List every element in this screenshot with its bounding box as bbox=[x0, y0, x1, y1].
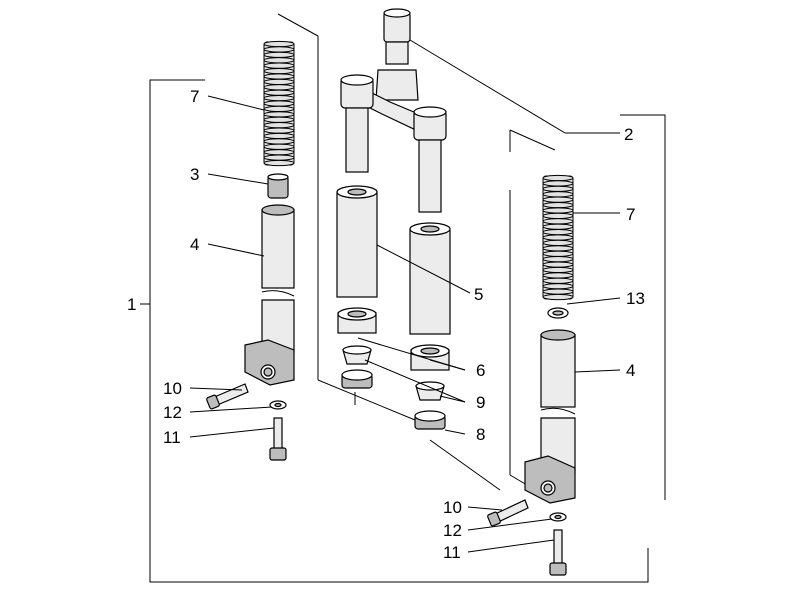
spring-coil bbox=[263, 57, 295, 64]
spring-coil bbox=[542, 288, 574, 295]
spring-coil bbox=[263, 100, 295, 107]
spring-coil bbox=[263, 84, 295, 91]
spring-coil bbox=[542, 234, 574, 241]
label-11-left: 11 bbox=[163, 428, 181, 447]
spring-coil bbox=[542, 266, 574, 274]
label-5: 5 bbox=[474, 285, 483, 304]
spring-coil bbox=[542, 245, 574, 252]
steering-stem-part-2 bbox=[340, 8, 447, 213]
label-12-left: 12 bbox=[163, 403, 182, 422]
spring-coil bbox=[542, 261, 574, 268]
label-4-right: 4 bbox=[626, 361, 635, 380]
right-spring-part-7 bbox=[542, 174, 574, 301]
spring-coil bbox=[263, 73, 295, 80]
spring-coil bbox=[542, 196, 574, 203]
spring-coil bbox=[263, 143, 295, 150]
spring-coil bbox=[542, 223, 574, 230]
left-bolt-part-10 bbox=[206, 383, 249, 410]
spring-coil bbox=[542, 174, 574, 182]
spring-coil bbox=[542, 201, 574, 209]
slider-tubes-part-5 bbox=[336, 185, 451, 335]
assembly-2-frame bbox=[409, 39, 666, 500]
spring-coil bbox=[263, 89, 295, 96]
right-tube-part-4 bbox=[524, 329, 576, 504]
label-12-right: 12 bbox=[443, 521, 462, 540]
dust-seals-part-8 bbox=[341, 369, 446, 430]
spring-coil bbox=[263, 159, 295, 167]
right-bolt-part-10 bbox=[487, 499, 529, 527]
spring-coil bbox=[542, 250, 574, 257]
spring-coil bbox=[263, 105, 295, 113]
spring-coil bbox=[542, 207, 574, 214]
left-cap-part-3 bbox=[267, 173, 289, 199]
right-screw-part-11 bbox=[549, 529, 567, 576]
assembly-1-frame bbox=[149, 79, 649, 583]
label-4-left: 4 bbox=[190, 235, 199, 254]
left-washer-part-12 bbox=[269, 400, 287, 410]
spring-coil bbox=[263, 138, 295, 145]
spring-coil bbox=[263, 132, 295, 140]
left-spring-part-7 bbox=[263, 40, 295, 167]
label-7-right: 7 bbox=[626, 205, 635, 224]
label-10-left: 10 bbox=[163, 379, 182, 398]
label-9: 9 bbox=[476, 393, 485, 412]
right-washer-part-12 bbox=[549, 512, 567, 522]
label-2: 2 bbox=[624, 125, 633, 144]
spring-coil bbox=[542, 180, 574, 187]
label-8: 8 bbox=[476, 425, 485, 444]
spring-coil bbox=[263, 94, 295, 102]
label-3: 3 bbox=[190, 165, 199, 184]
label-10-right: 10 bbox=[443, 498, 462, 517]
label-11-right: 11 bbox=[443, 543, 461, 562]
callout-labels: 1 2 3 4 4 5 6 7 7 8 9 10 10 11 11 12 12 … bbox=[127, 87, 645, 562]
spring-coil bbox=[542, 185, 574, 192]
left-screw-part-11 bbox=[269, 417, 287, 461]
spring-coil bbox=[542, 293, 574, 301]
bushings-part-6 bbox=[337, 307, 450, 371]
spring-coil bbox=[263, 154, 295, 161]
spring-coil bbox=[263, 111, 295, 118]
left-tube-part-4 bbox=[244, 204, 295, 386]
spring-coil bbox=[263, 122, 295, 129]
right-oring-part-13 bbox=[547, 307, 569, 319]
spring-coil bbox=[263, 62, 295, 69]
spring-coil bbox=[542, 256, 574, 263]
spring-coil bbox=[542, 272, 574, 279]
guide-lines bbox=[277, 13, 556, 491]
spring-coil bbox=[542, 239, 574, 247]
spring-coil bbox=[263, 46, 295, 53]
spring-coil bbox=[542, 191, 574, 198]
spring-coil bbox=[263, 67, 295, 75]
spring-coil bbox=[263, 127, 295, 134]
spring-coil bbox=[542, 277, 574, 284]
spring-coil bbox=[263, 51, 295, 58]
spring-coil bbox=[542, 218, 574, 225]
label-1: 1 bbox=[127, 295, 136, 314]
label-13: 13 bbox=[626, 289, 645, 308]
spring-coil bbox=[263, 40, 295, 48]
leader-lines bbox=[140, 95, 621, 553]
spring-coil bbox=[542, 228, 574, 236]
spring-coil bbox=[263, 149, 295, 156]
spring-coil bbox=[542, 283, 574, 290]
label-7-left: 7 bbox=[190, 87, 199, 106]
spring-coil bbox=[263, 78, 295, 85]
spring-coil bbox=[542, 212, 574, 219]
spring-coil bbox=[263, 116, 295, 123]
label-6: 6 bbox=[476, 361, 485, 380]
